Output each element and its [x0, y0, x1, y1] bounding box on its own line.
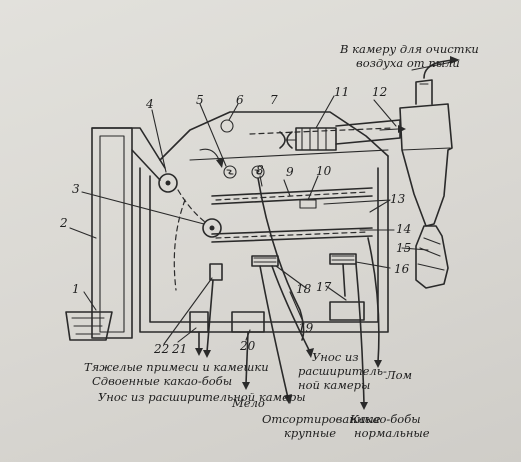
callout-8: 8 [256, 163, 264, 177]
caption-carryover-expansion: Унос из расширительной камеры [98, 390, 306, 404]
callout-14: 14 [396, 222, 412, 236]
callout-16: 16 [394, 262, 410, 276]
callout-18: 18 [296, 282, 312, 296]
upper-sieve [211, 187, 373, 209]
leader-lines [69, 95, 429, 345]
callout-22: 22 [154, 342, 170, 356]
callout-5: 5 [196, 93, 204, 107]
callout-2: 2 [60, 216, 68, 230]
aspirator-roller [202, 218, 222, 238]
caption-beans-normal: Какао-бобы [350, 412, 421, 426]
caption-air-line1: В камеру для очистки [340, 42, 479, 56]
caption-sorted-large: Отсортированные [262, 412, 381, 426]
flow-lines [173, 148, 224, 291]
callout-12: 12 [372, 85, 388, 99]
callout-19: 19 [298, 321, 314, 335]
callout-20: 20 [240, 339, 256, 353]
caption-heavy-impurities: Тяжелые примеси и камешки [84, 360, 269, 374]
callout-9: 9 [286, 165, 294, 179]
feed-roller [158, 173, 178, 193]
callout-6: 6 [236, 93, 244, 107]
callout-11: 11 [334, 85, 350, 99]
dust-bag [415, 225, 449, 289]
elevator [91, 127, 166, 339]
valve [220, 119, 234, 133]
caption-scrap: Лом [386, 368, 413, 382]
callout-4: 4 [146, 97, 154, 111]
caption-paired-beans: Сдвоенные какао-бобы [92, 374, 233, 388]
callout-1: 1 [72, 282, 80, 296]
caption-fines: Мело [232, 396, 265, 410]
sieve-outlets [251, 253, 357, 267]
caption-beans-normal-2: нормальные [354, 426, 430, 440]
callout-3: 3 [72, 182, 80, 196]
caption-carryover2-line1: Унос из [312, 350, 359, 364]
heavy-impurity-chute [209, 263, 223, 281]
collection-boxes [189, 301, 365, 333]
callout-17: 17 [316, 280, 332, 294]
caption-air-line2: воздуха от пыли [356, 56, 460, 70]
caption-carryover2-line2: расширитель- [298, 364, 387, 378]
output-streams [195, 177, 382, 410]
caption-sorted-large-2: крупные [284, 426, 337, 440]
callout-21: 21 [172, 342, 188, 356]
separator-housing [139, 111, 389, 333]
callout-10: 10 [316, 164, 332, 178]
air-exit-arrow [411, 56, 460, 79]
callout-15: 15 [396, 241, 412, 255]
callout-7: 7 [270, 93, 278, 107]
cyclone [399, 79, 453, 227]
callout-13: 13 [390, 192, 406, 206]
lower-sieve [211, 227, 373, 243]
air-duct [249, 119, 406, 145]
caption-carryover2-line3: ной камеры [298, 378, 371, 392]
feed-hopper [65, 311, 113, 341]
